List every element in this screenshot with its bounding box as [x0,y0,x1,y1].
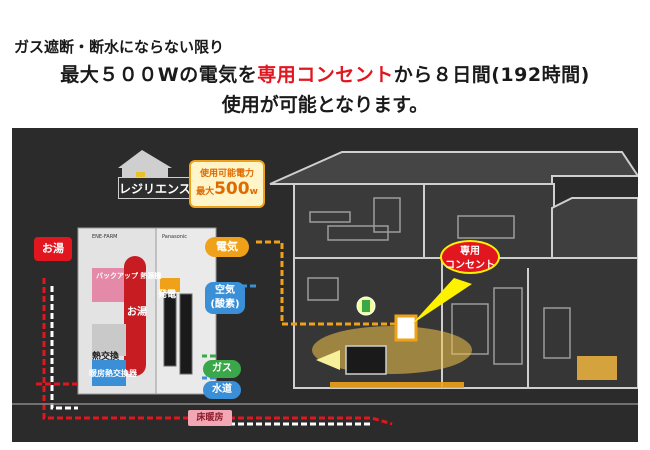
electricity-tag: 電気 [205,237,249,257]
header-line-2-highlight: 専用コンセント [257,64,394,86]
backup-heater-label: バックアップ 熱源機 [96,272,162,280]
header-line-2-post: から８日間(192時間) [393,64,590,86]
header-line-2-pre: 最大５００Wの電気を [60,64,258,86]
water-tag: 水道 [203,381,241,399]
header-line-1: ガス遮断・断水にならない限り [14,38,225,56]
bath-tub [577,356,617,380]
usable-power-max: 最大 [196,187,215,197]
resilience-label: レジリエンス機能 [118,177,215,199]
dedicated-outlet-tag: 専用 コンセント [440,240,500,274]
usable-power-value: 500 [214,179,250,199]
air-tag-sub: (酸素) [210,299,240,310]
header-line-2: 最大５００Wの電気を専用コンセントから８日間(192時間) [0,60,650,87]
house-diagram-illustration [12,150,638,426]
hot-water-tank [124,256,146,376]
upper-roof [269,151,638,185]
outlet-tag-line2: コンセント [445,260,495,271]
lamp-icon [316,350,340,370]
shed-roof-icon [118,150,172,168]
hot-water-tag: お湯 [34,237,72,261]
diagram-panel: ENE-FARM Panasonic [12,128,638,442]
outlet-icon [394,314,418,342]
power-generation-label: 発電 [158,290,177,300]
tv-icon [345,345,387,375]
floor-heat-exchanger-label: 暖房熱交換器 [89,369,137,378]
gas-tag: ガス [203,360,241,378]
electric-line [256,240,396,326]
floor-heating-tag: 床暖房 [188,410,232,426]
storage-unit-brand: Panasonic [162,234,188,240]
heat-exchange-label: 熱交換 [92,352,120,362]
air-tag-label: 空気 [215,285,235,296]
usable-power-label: 使用可能電力 [199,169,254,179]
usable-power-box: 使用可能電力 最大500w [189,160,265,208]
air-tag: 空気 (酸素) [205,282,245,314]
outlet-tag-line1: 専用 [460,246,480,257]
usable-power-unit: w [249,187,258,197]
fuel-unit-brand: ENE-FARM [92,234,118,240]
header-line-3: 使用が可能となります。 [221,94,429,116]
tank-hot-water-label: お湯 [127,307,147,318]
